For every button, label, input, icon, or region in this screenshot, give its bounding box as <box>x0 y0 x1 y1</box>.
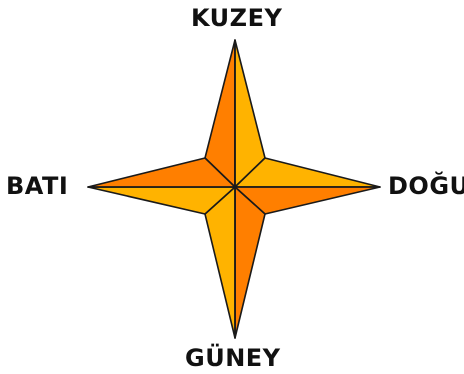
label-west: BATI <box>6 174 68 198</box>
south-point-right-half <box>235 187 265 338</box>
label-north: KUZEY <box>191 6 282 30</box>
label-south: GÜNEY <box>185 346 281 370</box>
label-east: DOĞU <box>388 174 464 198</box>
